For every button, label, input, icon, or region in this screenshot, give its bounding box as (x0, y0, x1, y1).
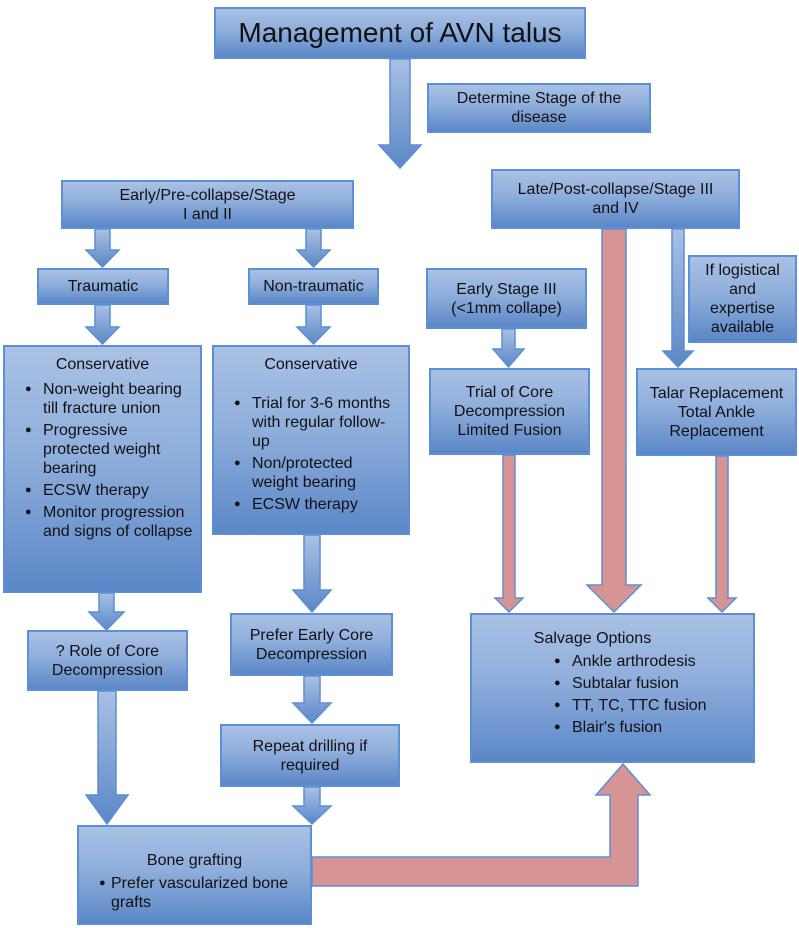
conservative-non-traumatic-list: Trial for 3-6 months with regular follow… (220, 394, 402, 517)
repeat-drilling-box: Repeat drilling if required (220, 724, 400, 787)
early-stage-box: Early/Pre-collapse/Stage I and II (61, 180, 354, 229)
list-item: Blair's fusion (540, 718, 747, 737)
prefer-early-label: Prefer Early Core Decompression (249, 626, 374, 663)
salvage-list: Ankle arthrodesis Subtalar fusion TT, TC… (478, 652, 747, 740)
logistical-label: If logistical and expertise available (705, 262, 780, 336)
arrow-conservative-to-role (87, 592, 126, 632)
early-stage-label: Early/Pre-collapse/Stage I and II (119, 186, 296, 223)
arrow-conservative-to-prefer (291, 534, 333, 614)
arrow-late-to-salvage (585, 228, 643, 614)
arrow-trial-to-salvage (493, 454, 525, 614)
non-traumatic-label: Non-traumatic (263, 278, 364, 295)
arrow-bone-to-salvage (311, 762, 652, 887)
list-item: ECSW therapy (220, 495, 402, 514)
list-item: Prefer vascularized bone grafts (85, 874, 304, 912)
list-item: Non/protected weight bearing (220, 454, 402, 492)
arrow-prefer-to-repeat (291, 675, 333, 725)
logistical-box: If logistical and expertise available (688, 255, 797, 343)
list-item: TT, TC, TTC fusion (540, 696, 747, 715)
list-item: Non-weight bearing till fracture union (11, 380, 194, 418)
early-stage-iii-box: Early Stage III (<1mm collape) (426, 268, 587, 329)
arrow-talar-to-salvage (706, 455, 738, 614)
conservative-traumatic-box: Conservative Non-weight bearing till fra… (3, 345, 202, 593)
role-core-label: ? Role of Core Decompression (51, 642, 164, 679)
prefer-early-box: Prefer Early Core Decompression (230, 613, 393, 676)
arrow-traumatic-to-conservative (84, 304, 121, 346)
role-core-box: ? Role of Core Decompression (27, 630, 188, 691)
conservative-traumatic-heading: Conservative (55, 356, 150, 373)
trial-core-label: Trial of Core Decompression Limited Fusi… (453, 384, 566, 439)
arrow-title-to-stage (377, 58, 423, 170)
arrow-early-to-traumatic (84, 228, 121, 269)
bone-grafting-heading: Bone grafting (146, 852, 243, 869)
conservative-non-traumatic-box: Conservative Trial for 3-6 months with r… (212, 345, 410, 535)
late-stage-box: Late/Post-collapse/Stage III and IV (491, 169, 740, 229)
arrow-repeat-to-bone (291, 786, 333, 826)
arrow-role-to-bone (84, 690, 130, 826)
list-item: Progressive protected weight bearing (11, 421, 194, 478)
arrow-late-to-talar (661, 228, 695, 369)
page-title: Management of AVN talus (238, 17, 562, 48)
arrow-earlystage3-to-trial (491, 328, 526, 369)
salvage-options-box: Salvage Options Ankle arthrodesis Subtal… (470, 613, 755, 763)
salvage-heading: Salvage Options (533, 630, 652, 647)
list-item: Monitor progression and signs of collaps… (11, 503, 194, 541)
repeat-drilling-label: Repeat drilling if required (252, 737, 368, 774)
list-item: Subtalar fusion (540, 674, 747, 693)
conservative-non-traumatic-heading: Conservative (264, 356, 358, 373)
determine-stage-box: Determine Stage of the disease (427, 83, 651, 133)
determine-stage-label: Determine Stage of the disease (456, 90, 622, 126)
traumatic-label: Traumatic (67, 278, 139, 295)
non-traumatic-box: Non-traumatic (248, 268, 379, 305)
arrow-early-to-nontraumatic (295, 228, 332, 269)
bone-grafting-list: Prefer vascularized bone grafts (85, 874, 304, 915)
traumatic-box: Traumatic (37, 268, 169, 305)
list-item: ECSW therapy (11, 481, 194, 500)
late-stage-label: Late/Post-collapse/Stage III and IV (517, 181, 714, 217)
talar-replacement-label: Talar Replacement Total Ankle Replacemen… (649, 384, 784, 440)
list-item: Ankle arthrodesis (540, 652, 747, 671)
list-item: Trial for 3-6 months with regular follow… (220, 394, 402, 451)
trial-core-box: Trial of Core Decompression Limited Fusi… (429, 368, 590, 455)
talar-replacement-box: Talar Replacement Total Ankle Replacemen… (636, 368, 797, 456)
conservative-traumatic-list: Non-weight bearing till fracture union P… (11, 380, 194, 544)
bone-grafting-box: Bone grafting Prefer vascularized bone g… (77, 825, 312, 925)
arrow-nontraumatic-to-conservative (295, 304, 332, 346)
title-box: Management of AVN talus (214, 7, 586, 59)
early-stage-iii-label: Early Stage III (<1mm collape) (451, 280, 562, 317)
